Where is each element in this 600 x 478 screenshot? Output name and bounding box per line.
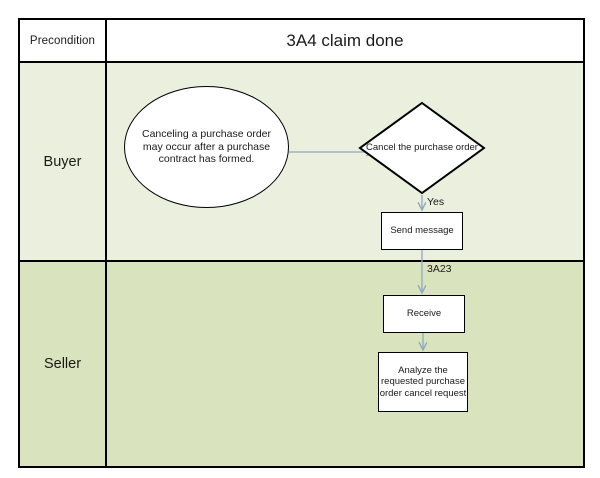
lane-seller-label-cell: Seller	[20, 262, 107, 466]
edge-label-3a23: 3A23	[427, 263, 452, 275]
precondition-label: Precondition	[29, 34, 96, 47]
task-analyze[interactable]: Analyze the requested purchase order can…	[378, 352, 468, 412]
task-receive[interactable]: Receive	[383, 295, 465, 333]
diagram-title: 3A4 claim done	[286, 30, 404, 50]
task-send-message-text: Send message	[390, 225, 454, 237]
lane-buyer-label: Buyer	[43, 153, 82, 170]
task-send-message[interactable]: Send message	[381, 212, 463, 250]
note-ellipse[interactable]: Canceling a purchase order may occur aft…	[124, 86, 289, 208]
task-analyze-text: Analyze the requested purchase order can…	[379, 365, 467, 399]
note-ellipse-text: Canceling a purchase order may occur aft…	[142, 128, 271, 166]
message-boundary-divider	[105, 260, 583, 262]
lane-buyer: Buyer	[20, 63, 583, 262]
decision-diamond[interactable]: Cancel the purchase order	[358, 101, 486, 195]
lane-seller-label: Seller	[43, 356, 82, 372]
precondition-row: Precondition 3A4 claim done	[20, 20, 583, 63]
task-receive-text: Receive	[406, 308, 442, 320]
decision-diamond-text: Cancel the purchase order	[366, 142, 478, 154]
lane-seller-body	[107, 262, 583, 466]
diagram-frame: Precondition 3A4 claim done Buyer Seller	[18, 18, 585, 468]
edge-label-yes: Yes	[427, 196, 445, 208]
precondition-label-cell: Precondition	[20, 20, 107, 61]
precondition-value-cell: 3A4 claim done	[107, 20, 583, 61]
lane-seller: Seller	[20, 262, 583, 466]
lane-buyer-label-cell: Buyer	[20, 63, 107, 260]
diamond-shape	[358, 101, 486, 195]
decision-diamond-label: Cancel the purchase order	[358, 101, 486, 195]
